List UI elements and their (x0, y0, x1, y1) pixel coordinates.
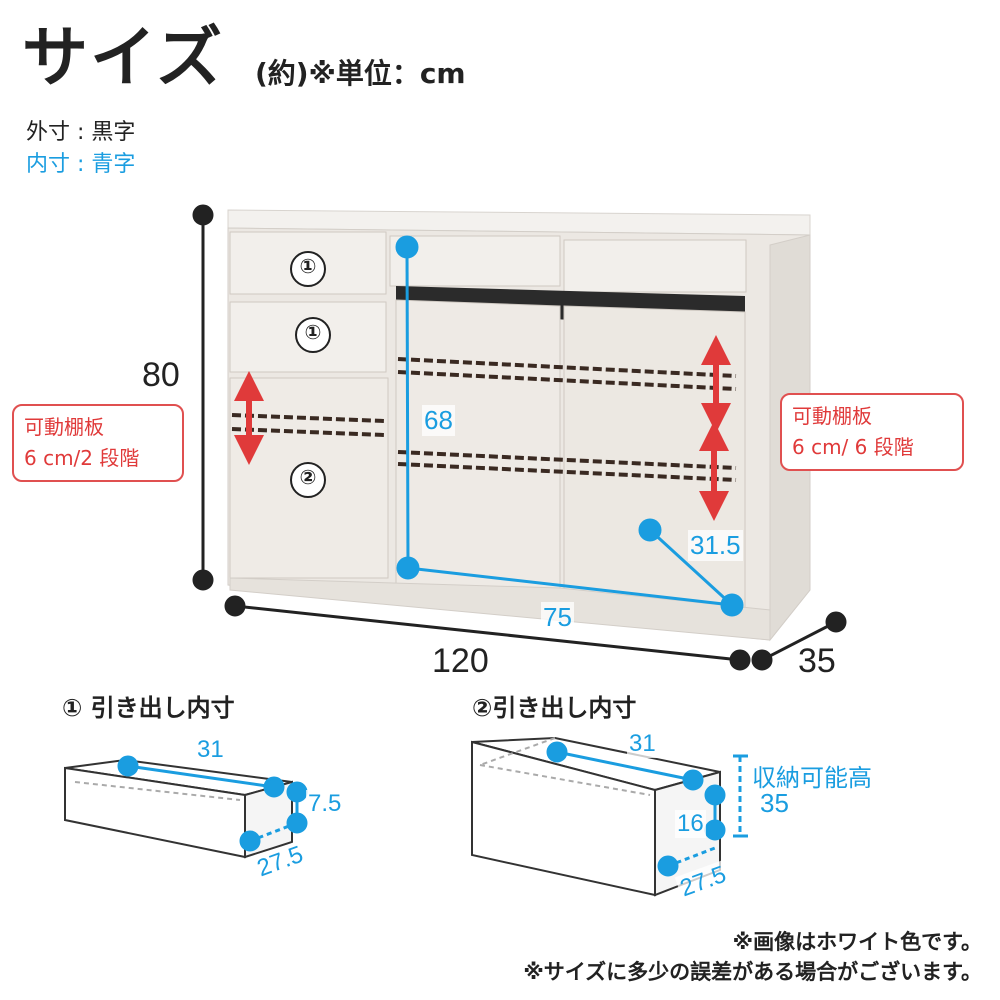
outer-dimension-lines (192, 204, 847, 671)
shelf-callout-left-line2: 6 cm/2 段階 (24, 446, 140, 470)
outer-width-label: 120 (432, 642, 489, 680)
drawer1-dimension-lines (117, 755, 308, 852)
legend-outer-dimension: 外寸 : 黒字 (26, 120, 136, 145)
inner-height-label: 68 (422, 405, 455, 436)
drawer-mark-3: ② (299, 465, 317, 489)
shelf-callout-left-line1: 可動棚板 (24, 415, 104, 439)
note-color: ※画像はホワイト色です。 (732, 930, 982, 954)
drawer1-height-label: 7.5 (306, 790, 344, 818)
drawer2-title: ②引き出し内寸 (472, 694, 637, 722)
shelf-adjust-arrows (234, 335, 731, 521)
inner-width-label: 75 (541, 602, 574, 633)
shelf-callout-left: 可動棚板 6 cm/2 段階 (12, 404, 184, 482)
drawer-mark-2: ① (304, 320, 322, 344)
drawer1-width-label: 31 (195, 736, 226, 764)
legend-inner-dimension: 内寸 : 青字 (26, 152, 136, 177)
inner-depth-label: 31.5 (688, 530, 743, 561)
drawer-number-circles (290, 251, 331, 498)
drawer2-width-label: 31 (627, 730, 658, 758)
outer-depth-label: 35 (798, 642, 836, 680)
shelf-callout-right-line1: 可動棚板 (792, 404, 872, 428)
unit-note: (約)※単位：cm (255, 57, 466, 90)
drawer1-title: ① 引き出し内寸 (62, 694, 235, 722)
outer-height-label: 80 (142, 356, 180, 394)
drawer2-height-label: 16 (675, 810, 706, 838)
drawer2-dimension-lines (546, 741, 748, 877)
drawer-mark-1: ① (299, 254, 317, 278)
page-title: サイズ (22, 19, 225, 96)
inner-dimension-lines (395, 235, 744, 617)
shelf-callout-right-line2: 6 cm/ 6 段階 (792, 435, 914, 459)
storage-height-label: 収納可能高 (752, 764, 872, 792)
note-tolerance: ※サイズに多少の誤差がある場合がございます。 (523, 960, 982, 984)
shelf-lines (231, 357, 737, 482)
shelf-callout-right: 可動棚板 6 cm/ 6 段階 (780, 393, 964, 471)
storage-height-value: 35 (760, 788, 789, 818)
